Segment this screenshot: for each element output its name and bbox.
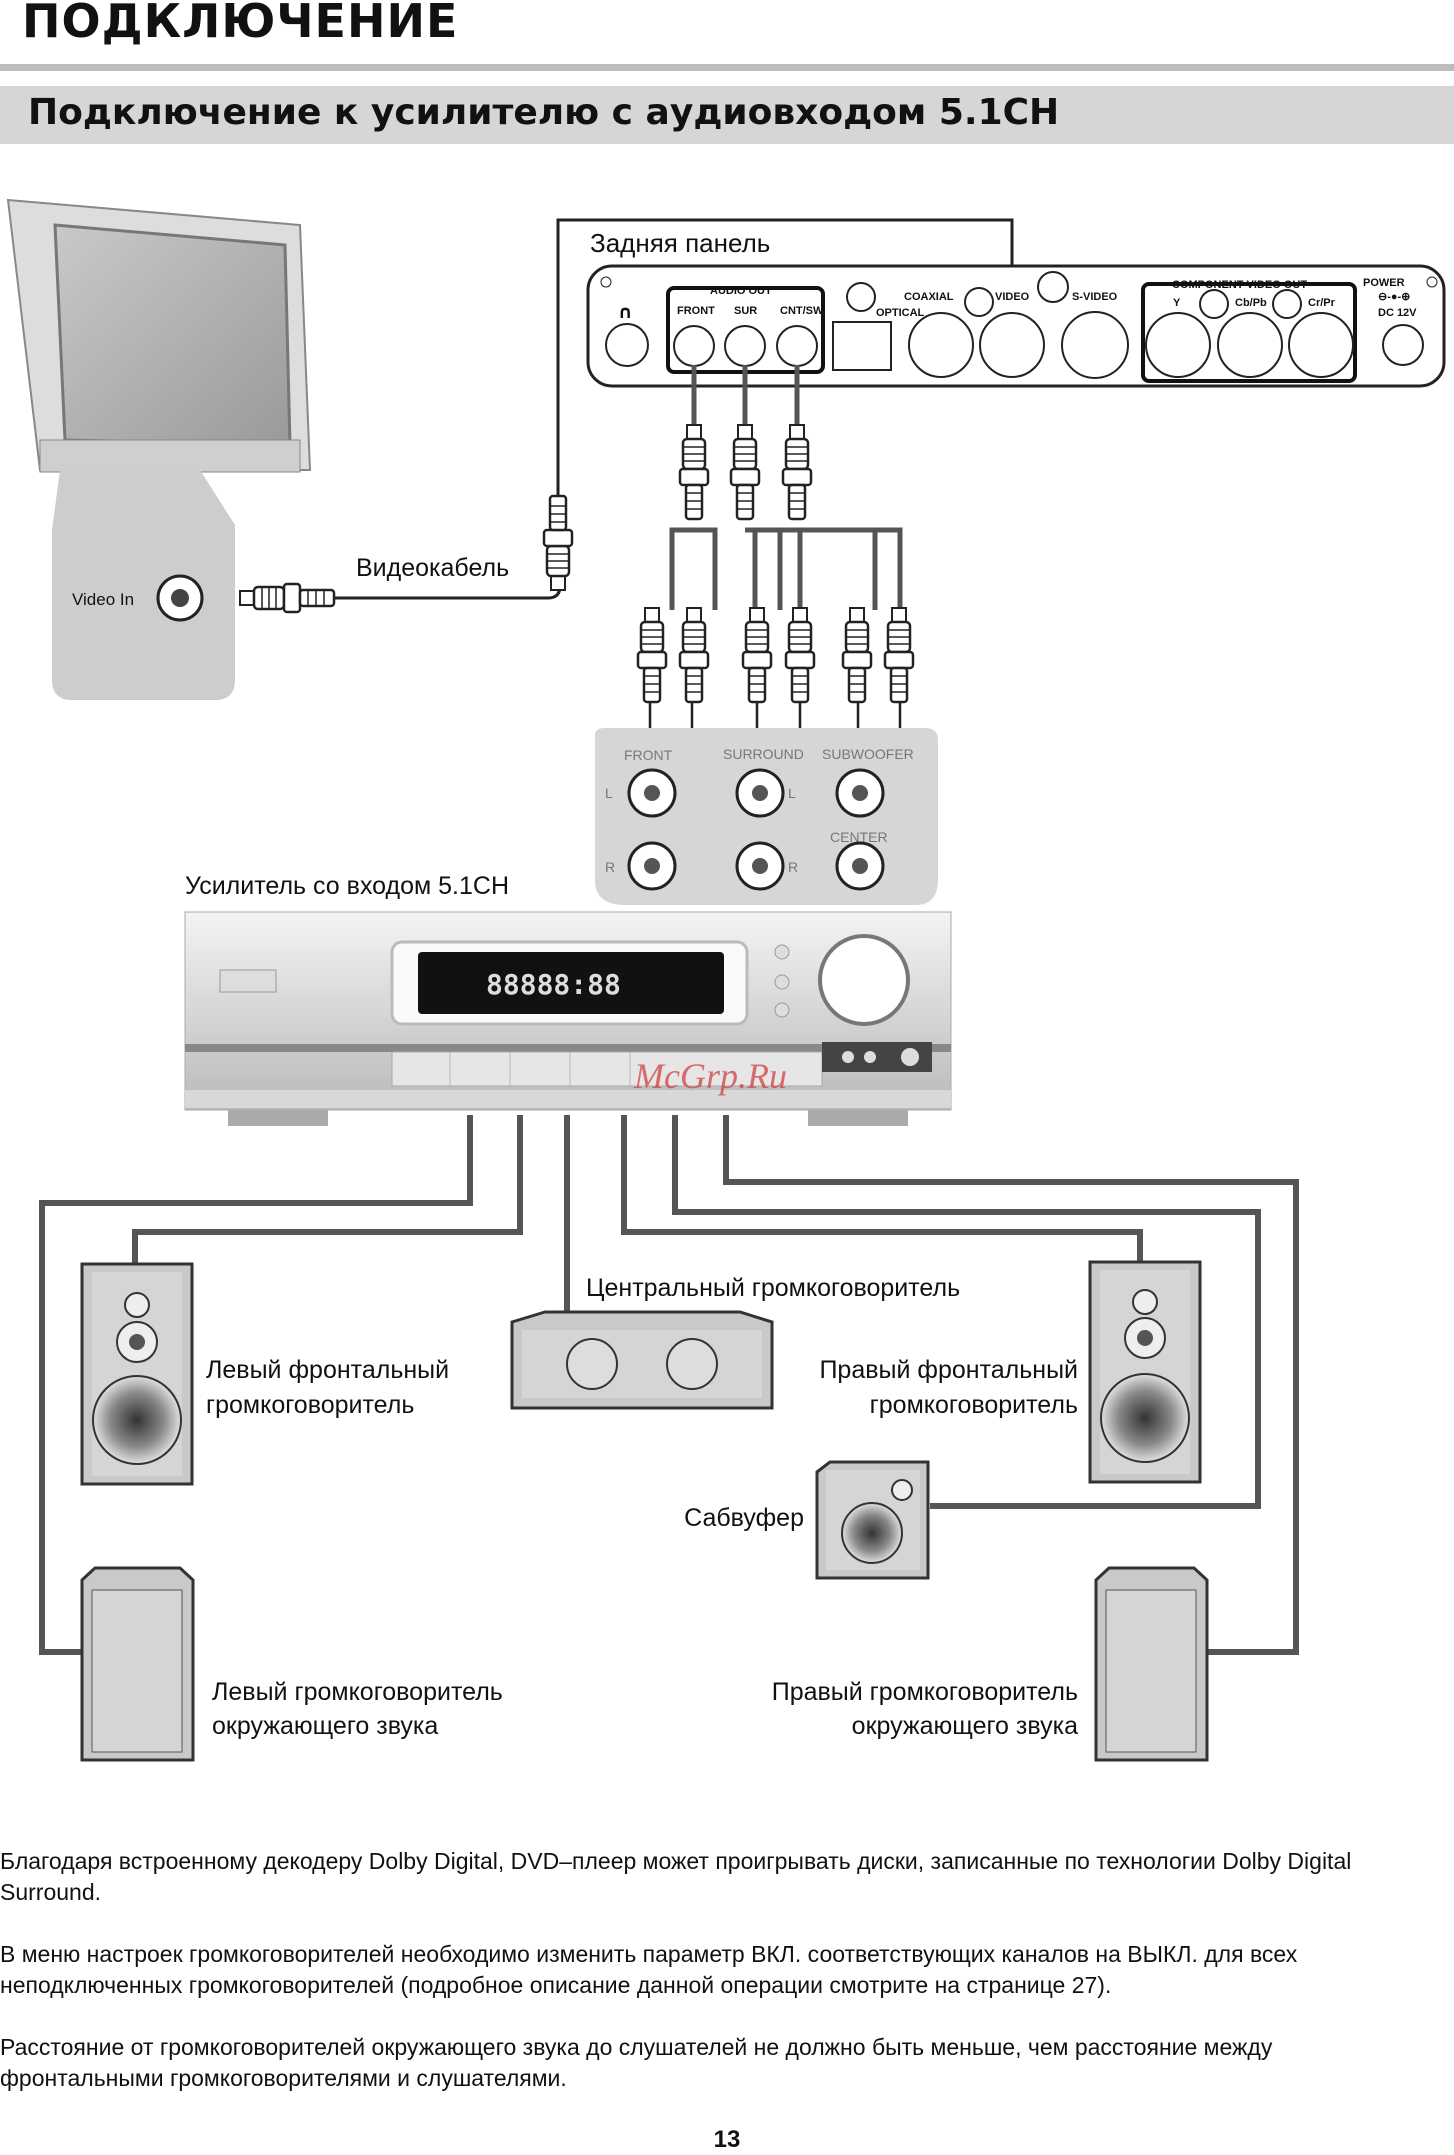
svg-text:⊖-●-⊕: ⊖-●-⊕: [1378, 291, 1410, 303]
right-surround-speaker: [1094, 1566, 1209, 1762]
svg-text:Cb/Pb: Cb/Pb: [1235, 297, 1267, 309]
svg-text:COAXIAL: COAXIAL: [904, 291, 954, 303]
rear-panel: ∩ AUDIO OUT FRONT SUR CNT/SW OPTICAL COA…: [586, 264, 1446, 388]
left-surround-speaker: [80, 1566, 195, 1762]
paragraph-speaker-settings: В меню настроек громкоговорителей необхо…: [0, 1941, 1298, 1998]
right-front-label-1: Правый фронтальный: [819, 1356, 1078, 1384]
audio-cables: [669, 365, 903, 610]
headphone-jack: [605, 323, 649, 367]
paragraph-dolby: Благодаря встроенному декодеру Dolby Dig…: [0, 1848, 1352, 1905]
video-cable-label: Видеокабель: [356, 554, 509, 582]
svg-text:L: L: [788, 785, 796, 801]
svg-text:FRONT: FRONT: [677, 305, 715, 317]
svg-text:VIDEO: VIDEO: [995, 291, 1030, 303]
left-surround-label-1: Левый громкоговоритель: [212, 1678, 503, 1706]
svg-text:SURROUND: SURROUND: [723, 746, 804, 762]
svg-text:FRONT: FRONT: [624, 747, 673, 763]
svg-text:SUR: SUR: [734, 305, 757, 317]
tv-illustration: [6, 198, 312, 700]
subwoofer-label: Сабвуфер: [684, 1504, 804, 1532]
svg-text:DC 12V: DC 12V: [1378, 307, 1417, 319]
rear-panel-label: Задняя панель: [590, 228, 770, 258]
watermark: McGrp.Ru: [633, 1056, 787, 1096]
amplifier-illustration: 88888:88 McGrp.Ru: [184, 911, 952, 1126]
svg-text:SUBWOOFER: SUBWOOFER: [822, 746, 914, 762]
video-plug-tv: [238, 582, 336, 614]
header-rule: [0, 64, 1454, 71]
speaker-wires: [39, 1115, 1299, 1655]
right-front-speaker: [1088, 1260, 1202, 1484]
svg-text:S-VIDEO: S-VIDEO: [1072, 291, 1118, 303]
svg-text:Cr/Pr: Cr/Pr: [1308, 297, 1336, 309]
optical-port: [832, 321, 892, 371]
amp-display: 88888:88: [486, 968, 621, 1001]
amplifier-label: Усилитель со входом 5.1CH: [185, 872, 509, 900]
svg-text:Y: Y: [1173, 297, 1181, 309]
svg-text:L: L: [605, 785, 613, 801]
svg-text:CENTER: CENTER: [830, 829, 888, 845]
right-front-label-2: громкоговоритель: [870, 1391, 1078, 1419]
left-front-label-1: Левый фронтальный: [206, 1356, 449, 1384]
video-port: [979, 312, 1045, 378]
connection-diagram: Video In Видеокабель Задняя панель ∩ AUD…: [6, 198, 1446, 1762]
coaxial-port: [908, 312, 974, 378]
svg-text:∩: ∩: [618, 302, 633, 323]
audio-out-label: AUDIO OUT: [710, 285, 772, 297]
section-title: Подключение к усилителю с аудиовходом 5.…: [28, 92, 1060, 133]
svg-text:CNT/SW: CNT/SW: [780, 305, 824, 317]
video-cable: [240, 218, 1014, 600]
svg-text:COMPONENT VIDEO OUT: COMPONENT VIDEO OUT: [1172, 279, 1307, 291]
video-plug-cable: [542, 494, 574, 592]
right-surround-label-1: Правый громкоговоритель: [772, 1678, 1078, 1706]
right-surround-label-2: окружающего звука: [852, 1712, 1078, 1740]
s-video-port: [1061, 311, 1129, 379]
page-header-title: ПОДКЛЮЧЕНИЕ: [22, 0, 459, 48]
page-number: 13: [713, 2126, 741, 2153]
left-surround-label-2: окружающего звука: [212, 1712, 438, 1740]
section-band: [0, 86, 1454, 144]
svg-text:R: R: [788, 859, 798, 875]
svg-text:OPTICAL: OPTICAL: [876, 307, 925, 319]
center-speaker: [510, 1310, 774, 1410]
svg-text:R: R: [605, 859, 615, 875]
left-front-speaker: [80, 1262, 194, 1486]
component-box: [1141, 282, 1357, 383]
subwoofer-speaker: [815, 1460, 930, 1580]
left-front-label-2: громкоговоритель: [206, 1391, 414, 1419]
video-in-label: Video In: [72, 590, 134, 609]
svg-text:POWER: POWER: [1363, 277, 1405, 289]
center-speaker-label: Центральный громкоговоритель: [586, 1274, 960, 1302]
paragraph-distance: Расстояние от громкоговорителей окружающ…: [0, 2034, 1273, 2091]
amplifier-input-panel: FRONT SURROUND SUBWOOFER CENTER L R L R: [595, 728, 938, 905]
